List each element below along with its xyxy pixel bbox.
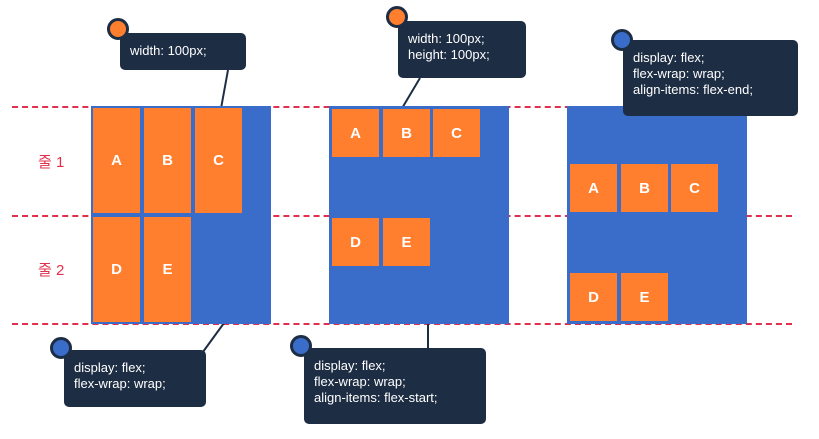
flex-item-d: D	[332, 218, 379, 266]
row-label-2: 줄 2	[38, 262, 65, 279]
flex-container-2: A B C D E	[329, 106, 509, 324]
callout-line: width: 100px;	[408, 31, 485, 46]
flex-item-b: B	[621, 164, 668, 212]
flex-item-a: A	[93, 108, 140, 213]
callout-p3-top: display: flex; flex-wrap: wrap; align-it…	[623, 40, 798, 116]
flex-item-a: A	[570, 164, 617, 212]
callout-line: flex-wrap: wrap;	[314, 374, 406, 389]
blue-marker-icon	[50, 337, 72, 359]
callout-p1-bottom: display: flex; flex-wrap: wrap;	[64, 350, 206, 407]
flex-item-b: B	[383, 109, 430, 157]
callout-line: height: 100px;	[408, 47, 490, 62]
callout-p1-top: width: 100px;	[120, 33, 246, 70]
flex-container-3: A B C D E	[567, 106, 747, 324]
flex-item-d: D	[570, 273, 617, 321]
orange-marker-icon	[386, 6, 408, 28]
callout-line: display: flex;	[314, 358, 386, 373]
flex-item-b: B	[144, 108, 191, 213]
callout-p2-top: width: 100px; height: 100px;	[398, 21, 526, 78]
callout-line: width: 100px;	[130, 43, 207, 58]
flex-item-c: C	[433, 109, 480, 157]
callout-line: display: flex;	[633, 50, 705, 65]
orange-marker-icon	[107, 18, 129, 40]
blue-marker-icon	[290, 335, 312, 357]
callout-line: flex-wrap: wrap;	[633, 66, 725, 81]
callout-line: display: flex;	[74, 360, 146, 375]
flex-item-c: C	[195, 108, 242, 213]
blue-marker-icon	[611, 29, 633, 51]
row-guide-bottom	[12, 323, 792, 325]
flex-item-a: A	[332, 109, 379, 157]
callout-line: flex-wrap: wrap;	[74, 376, 166, 391]
callout-line: align-items: flex-end;	[633, 82, 753, 97]
flex-item-e: E	[144, 217, 191, 322]
callout-p2-bottom: display: flex; flex-wrap: wrap; align-it…	[304, 348, 486, 424]
flex-item-e: E	[383, 218, 430, 266]
callout-line: align-items: flex-start;	[314, 390, 438, 405]
flex-item-d: D	[93, 217, 140, 322]
flex-item-e: E	[621, 273, 668, 321]
flex-container-1: A B C D E	[91, 106, 271, 324]
flex-item-c: C	[671, 164, 718, 212]
row-label-1: 줄 1	[38, 154, 65, 171]
